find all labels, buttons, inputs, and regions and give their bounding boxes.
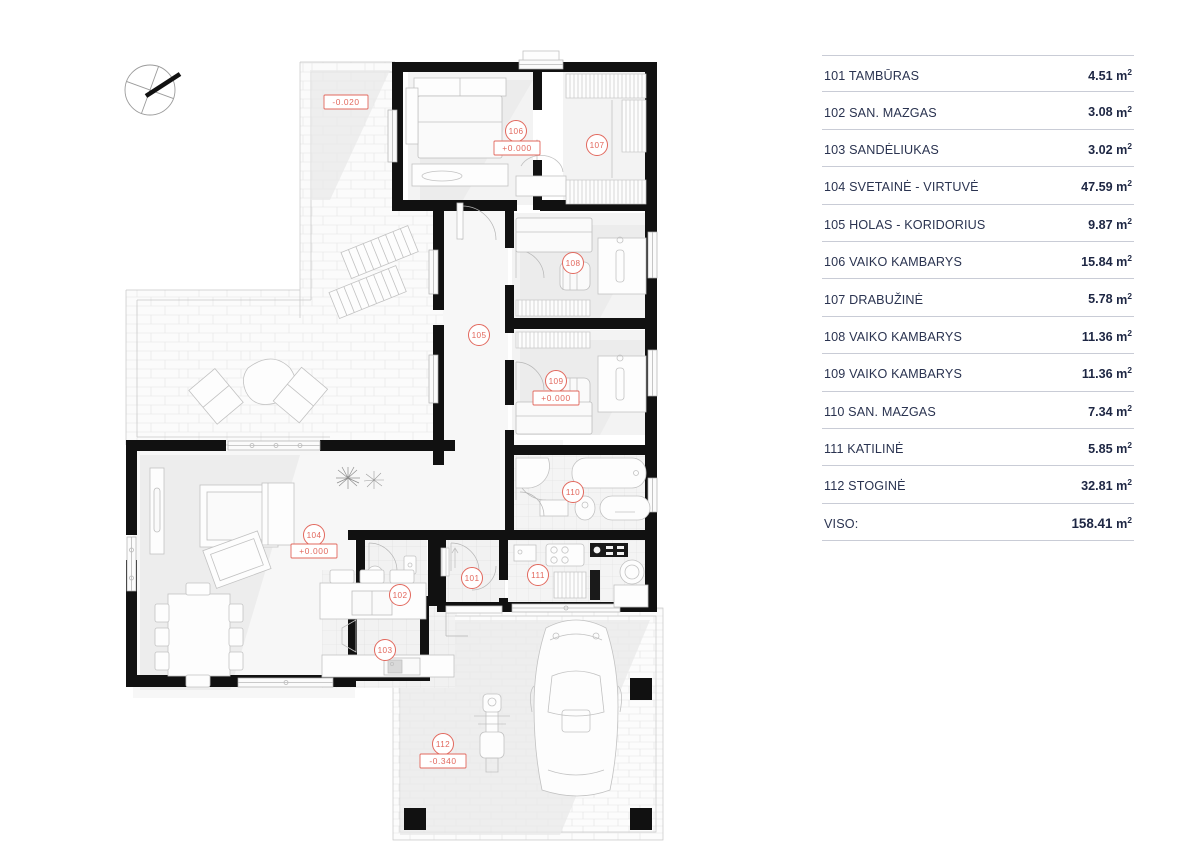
room-tag-label: 112 bbox=[436, 740, 450, 749]
room-tag-label: 108 bbox=[566, 259, 581, 268]
elevation-label: -0.020 bbox=[332, 97, 359, 107]
table-row: 106 VAIKO KAMBARYS 15.84 m2 bbox=[822, 242, 1134, 280]
room-area: 7.34 m2 bbox=[1088, 402, 1132, 419]
room-tag-label: 102 bbox=[393, 591, 408, 600]
plant-icon bbox=[336, 466, 360, 489]
room-tag-106: 106 bbox=[505, 120, 527, 142]
room-name: 105 HOLAS - KORIDORIUS bbox=[824, 217, 986, 232]
elevation-room-109: +0.000 bbox=[532, 390, 580, 406]
room-tag-102: 102 bbox=[389, 584, 411, 606]
room-tag-112: 112 bbox=[432, 733, 454, 755]
plant-icon-2 bbox=[363, 471, 384, 489]
carport-vehicles bbox=[474, 619, 622, 797]
elevation-label: -0.340 bbox=[429, 756, 456, 766]
room-area: 15.84 m2 bbox=[1081, 252, 1132, 270]
table-row: 101 TAMBŪRAS 4.51 m2 bbox=[822, 55, 1134, 93]
room-area: 5.85 m2 bbox=[1088, 439, 1132, 457]
room-tags: 101 102 103 104 105 106 107 108 109 110 … bbox=[303, 120, 608, 755]
room-tag-label: 101 bbox=[465, 574, 480, 583]
room-name: 112 STOGINĖ bbox=[824, 479, 906, 494]
room-tag-111: 111 bbox=[527, 564, 549, 586]
room-area: 9.87 m2 bbox=[1088, 215, 1132, 232]
car-icon bbox=[530, 619, 622, 797]
room-tag-label: 104 bbox=[307, 531, 322, 540]
table-row: 110 SAN. MAZGAS 7.34 m2 bbox=[822, 392, 1134, 429]
furniture-room-109 bbox=[515, 331, 647, 435]
room-area: 5.78 m2 bbox=[1088, 290, 1132, 307]
room-tag-105: 105 bbox=[468, 324, 490, 346]
outdoor-furniture bbox=[188, 225, 419, 425]
room-tag-107: 107 bbox=[586, 134, 608, 156]
room-name: 108 VAIKO KAMBARYS bbox=[824, 329, 963, 344]
room-tag-label: 103 bbox=[378, 646, 393, 655]
furniture-entry-101 bbox=[440, 547, 459, 577]
room-name: 106 VAIKO KAMBARYS bbox=[824, 255, 963, 270]
room-area: 3.02 m2 bbox=[1088, 140, 1132, 157]
motorcycle-icon bbox=[474, 693, 510, 773]
furniture-bedroom-106 bbox=[405, 77, 567, 197]
elevation-room-104: +0.000 bbox=[290, 543, 338, 559]
room-tag-label: 110 bbox=[566, 488, 580, 497]
room-tag-label: 106 bbox=[509, 127, 524, 136]
windows bbox=[126, 50, 658, 688]
elevation-label: +0.000 bbox=[502, 143, 531, 153]
room-tag-label: 111 bbox=[531, 571, 545, 580]
elevation-room-106: +0.000 bbox=[493, 140, 541, 156]
north-arrow bbox=[124, 64, 182, 116]
room-tag-104: 104 bbox=[303, 524, 325, 546]
table-row: 107 DRABUŽINĖ 5.78 m2 bbox=[822, 279, 1134, 317]
room-tag-label: 107 bbox=[590, 141, 605, 150]
furniture-wardrobe-107 bbox=[565, 73, 647, 205]
elevation-label: +0.000 bbox=[541, 393, 570, 403]
table-row: 104 SVETAINĖ - VIRTUVĖ 47.59 m2 bbox=[822, 167, 1134, 205]
total-label: VISO: bbox=[824, 516, 859, 531]
room-tag-108: 108 bbox=[562, 252, 584, 274]
total-area: 158.41 m2 bbox=[1071, 514, 1132, 531]
room-area: 3.08 m2 bbox=[1088, 103, 1132, 120]
table-row: 108 VAIKO KAMBARYS 11.36 m2 bbox=[822, 317, 1134, 355]
room-name: 111 KATILINĖ bbox=[824, 442, 904, 457]
table-row: 105 HOLAS - KORIDORIUS 9.87 m2 bbox=[822, 205, 1134, 242]
elevation-carport-112: -0.340 bbox=[419, 753, 467, 769]
room-area: 11.36 m2 bbox=[1081, 327, 1132, 344]
plan-svg: 101 102 103 104 105 106 107 108 109 110 … bbox=[124, 50, 664, 841]
room-area: 32.81 m2 bbox=[1081, 477, 1132, 494]
elevation-label: +0.000 bbox=[299, 546, 328, 556]
elevation-markers: -0.020 +0.000 +0.000 +0.000 -0.340 bbox=[290, 94, 580, 769]
room-tag-110: 110 bbox=[562, 481, 584, 503]
room-tag-label: 105 bbox=[472, 331, 487, 340]
furniture-bathroom-110 bbox=[515, 457, 651, 521]
room-tag-101: 101 bbox=[461, 567, 483, 589]
room-name: 110 SAN. MAZGAS bbox=[824, 404, 936, 419]
table-row: 103 SANDĖLIUKAS 3.02 m2 bbox=[822, 130, 1134, 168]
furniture-boiler-111 bbox=[513, 543, 649, 608]
room-tag-103: 103 bbox=[374, 639, 396, 661]
room-name: 109 VAIKO KAMBARYS bbox=[824, 367, 963, 382]
room-area: 4.51 m2 bbox=[1088, 67, 1132, 84]
table-row-total: VISO: 158.41 m2 bbox=[822, 504, 1134, 542]
floor-plan-drawing: 101 102 103 104 105 106 107 108 109 110 … bbox=[124, 50, 664, 841]
room-area: 47.59 m2 bbox=[1081, 178, 1132, 195]
room-tag-109: 109 bbox=[545, 370, 567, 392]
table-row: 112 STOGINĖ 32.81 m2 bbox=[822, 466, 1134, 504]
furniture-living-104 bbox=[149, 466, 455, 688]
room-name: 101 TAMBŪRAS bbox=[824, 69, 920, 84]
room-schedule-table: 101 TAMBŪRAS 4.51 m2 102 SAN. MAZGAS 3.0… bbox=[822, 55, 1134, 542]
elevation-terrace: -0.020 bbox=[323, 94, 369, 110]
table-row: 102 SAN. MAZGAS 3.08 m2 bbox=[822, 92, 1134, 130]
room-name: 107 DRABUŽINĖ bbox=[824, 292, 924, 307]
room-name: 102 SAN. MAZGAS bbox=[824, 105, 937, 120]
room-name: 104 SVETAINĖ - VIRTUVĖ bbox=[824, 180, 979, 195]
table-row: 111 KATILINĖ 5.85 m2 bbox=[822, 429, 1134, 467]
room-name: 103 SANDĖLIUKAS bbox=[824, 142, 939, 157]
room-tag-label: 109 bbox=[549, 377, 564, 386]
room-area: 11.36 m2 bbox=[1081, 365, 1132, 382]
table-row: 109 VAIKO KAMBARYS 11.36 m2 bbox=[822, 354, 1134, 392]
